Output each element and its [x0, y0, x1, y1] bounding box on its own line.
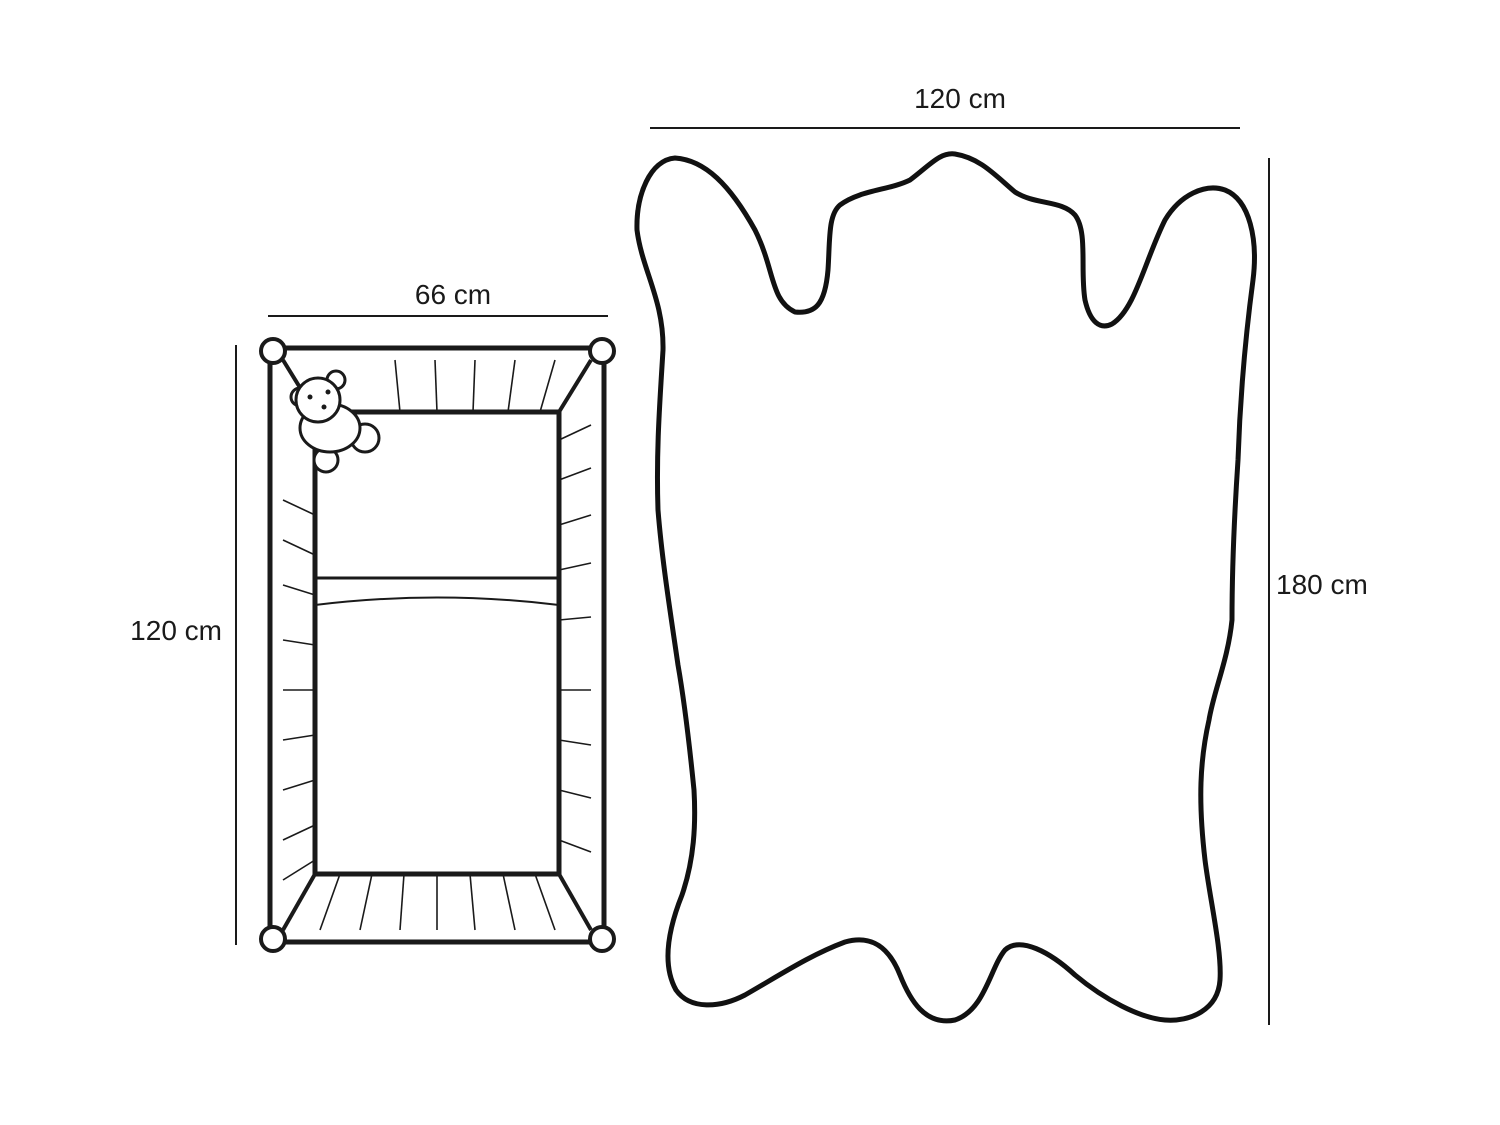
crib-width-label: 66 cm — [415, 279, 491, 310]
crib-mattress — [312, 409, 562, 877]
teddy-bear-icon — [289, 369, 381, 474]
crib-right-slats — [558, 424, 592, 853]
crib-left-slats — [282, 499, 316, 881]
crib-length-dimension: 120 cm — [130, 345, 237, 945]
crib-corner-posts — [259, 337, 616, 953]
rug-width-dimension: 120 cm — [650, 83, 1240, 129]
rug-width-label: 120 cm — [914, 83, 1006, 114]
rug-length-dimension: 180 cm — [1268, 158, 1368, 1025]
crib — [259, 337, 616, 953]
crib-width-dimension: 66 cm — [268, 279, 608, 317]
crib-blanket-fold — [314, 596, 560, 606]
crib-end-slats — [319, 359, 556, 931]
rug-length-label: 180 cm — [1276, 569, 1368, 600]
crib-length-label: 120 cm — [130, 615, 222, 646]
animal-hide-rug-icon — [634, 151, 1257, 1024]
